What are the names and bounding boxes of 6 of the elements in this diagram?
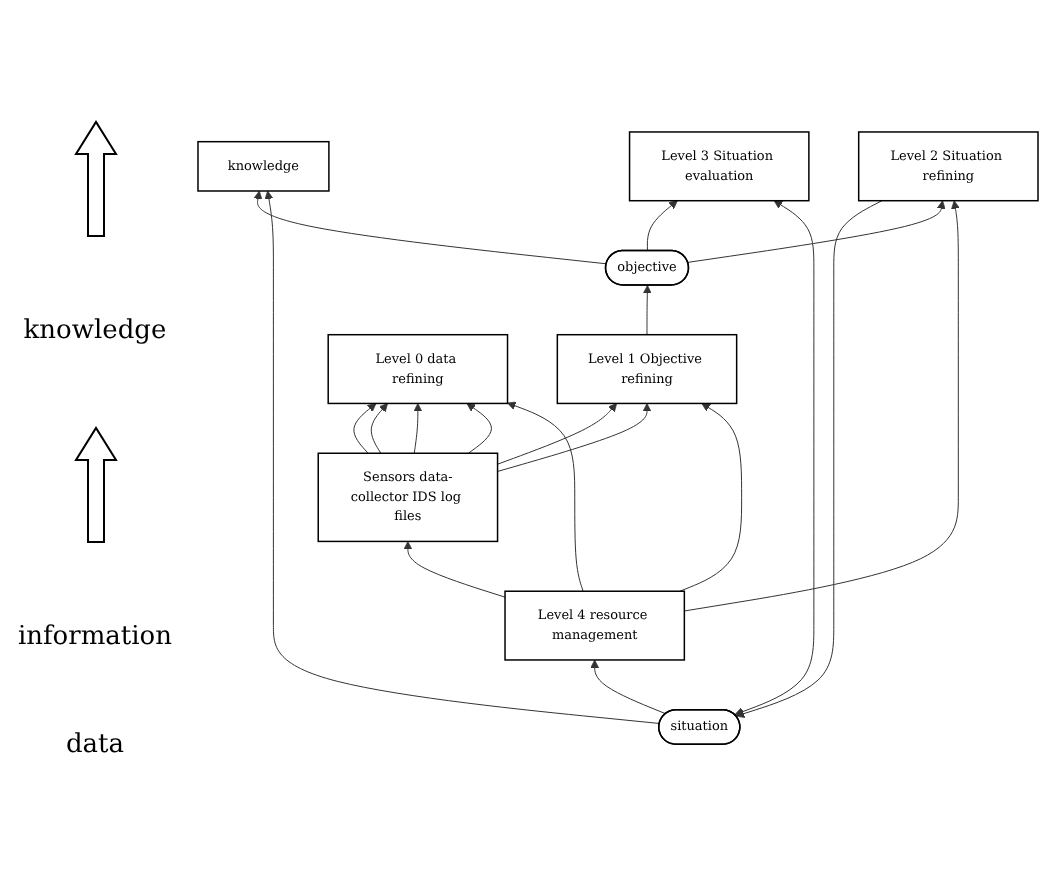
arrow	[590, 660, 667, 716]
arrow	[466, 404, 492, 455]
level-label: information	[17, 621, 173, 652]
arrow	[497, 404, 618, 466]
level-label: data	[65, 729, 125, 760]
level-label: knowledge	[23, 316, 167, 347]
